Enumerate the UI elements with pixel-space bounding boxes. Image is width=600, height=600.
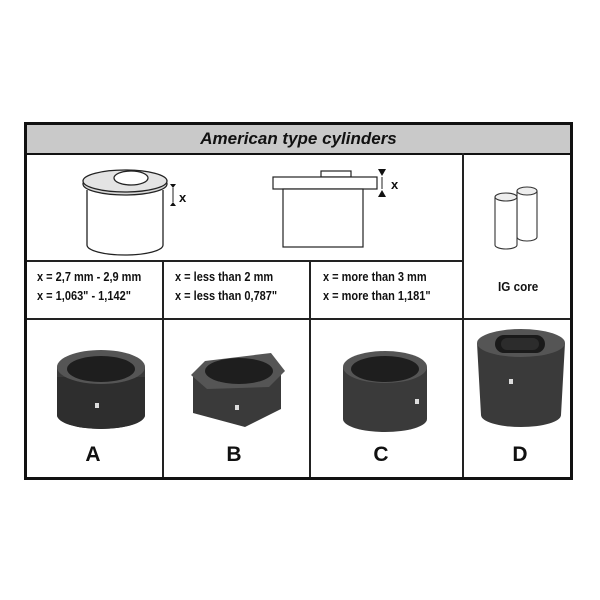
caption-a: x = 2,7 mm - 2,9 mm x = 1,063" - 1,142" <box>37 270 142 303</box>
caption-c: x = more than 3 mm x = more than 1,181" <box>323 270 431 303</box>
divider <box>27 318 570 320</box>
ig-core-diagram <box>494 186 538 250</box>
divider <box>309 260 311 477</box>
x-label: x <box>179 190 187 205</box>
part-b-image <box>191 353 285 427</box>
cylinder-table: American type cylinders x x x = 2,7 mm -… <box>24 122 573 480</box>
profile-diagram: x <box>272 169 399 248</box>
label-d: D <box>512 443 528 466</box>
part-c-image <box>343 351 427 432</box>
part-d-image <box>477 329 565 427</box>
cylinder-flange-diagram: x <box>82 169 187 256</box>
divider <box>162 260 164 477</box>
part-a-image <box>57 350 145 429</box>
divider <box>27 260 462 262</box>
caption-d: IG core <box>498 279 539 294</box>
x-label: x <box>391 177 399 192</box>
caption-b: x = less than 2 mm x = less than 0,787" <box>175 270 278 303</box>
divider <box>462 153 464 477</box>
label-a: A <box>85 443 101 466</box>
table-title: American type cylinders <box>27 125 570 155</box>
label-c: C <box>373 443 389 466</box>
label-b: B <box>226 443 242 466</box>
